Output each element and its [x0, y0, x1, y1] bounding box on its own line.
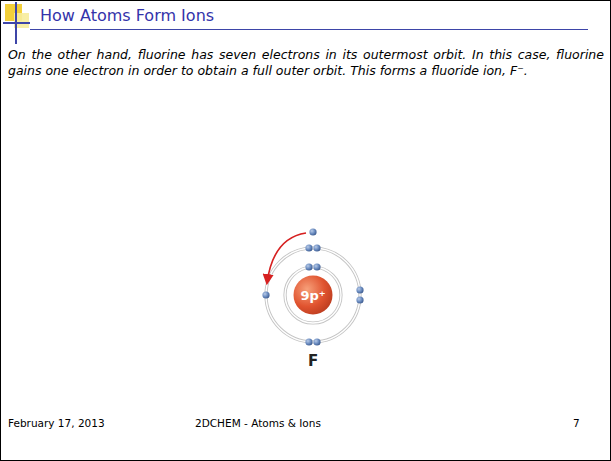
- nucleus-disc: [294, 276, 333, 315]
- nucleus-circle: 9p⁺: [293, 275, 333, 315]
- nucleus-label: 9p⁺: [300, 288, 325, 303]
- electron: [313, 338, 320, 345]
- outer-orbit: [266, 248, 360, 342]
- slide-date: February 17, 2013: [8, 417, 105, 429]
- slide-footer: 2DCHEM - Atoms & Ions: [195, 417, 321, 429]
- electron: [262, 291, 269, 298]
- gain-arrow: [267, 233, 306, 283]
- body-paragraph: On the other hand, fluorine has seven el…: [8, 47, 604, 79]
- slide-number: 7: [573, 417, 580, 429]
- electron: [305, 244, 312, 251]
- element-symbol: F: [308, 352, 318, 370]
- electron: [313, 263, 320, 270]
- slide-title: How Atoms Form Ions: [40, 6, 214, 25]
- inner-orbit: [285, 267, 341, 323]
- incoming-electron: [309, 228, 316, 235]
- outer-orbit: [266, 248, 360, 342]
- electron: [356, 296, 363, 303]
- electron: [305, 338, 312, 345]
- electron: [305, 263, 312, 270]
- title-rule: [30, 29, 588, 30]
- icon-bar: [3, 22, 30, 24]
- orbit-rings: [266, 248, 360, 342]
- electrons: [262, 228, 363, 345]
- electron: [313, 244, 320, 251]
- electron: [356, 286, 363, 293]
- inner-orbit: [285, 267, 341, 323]
